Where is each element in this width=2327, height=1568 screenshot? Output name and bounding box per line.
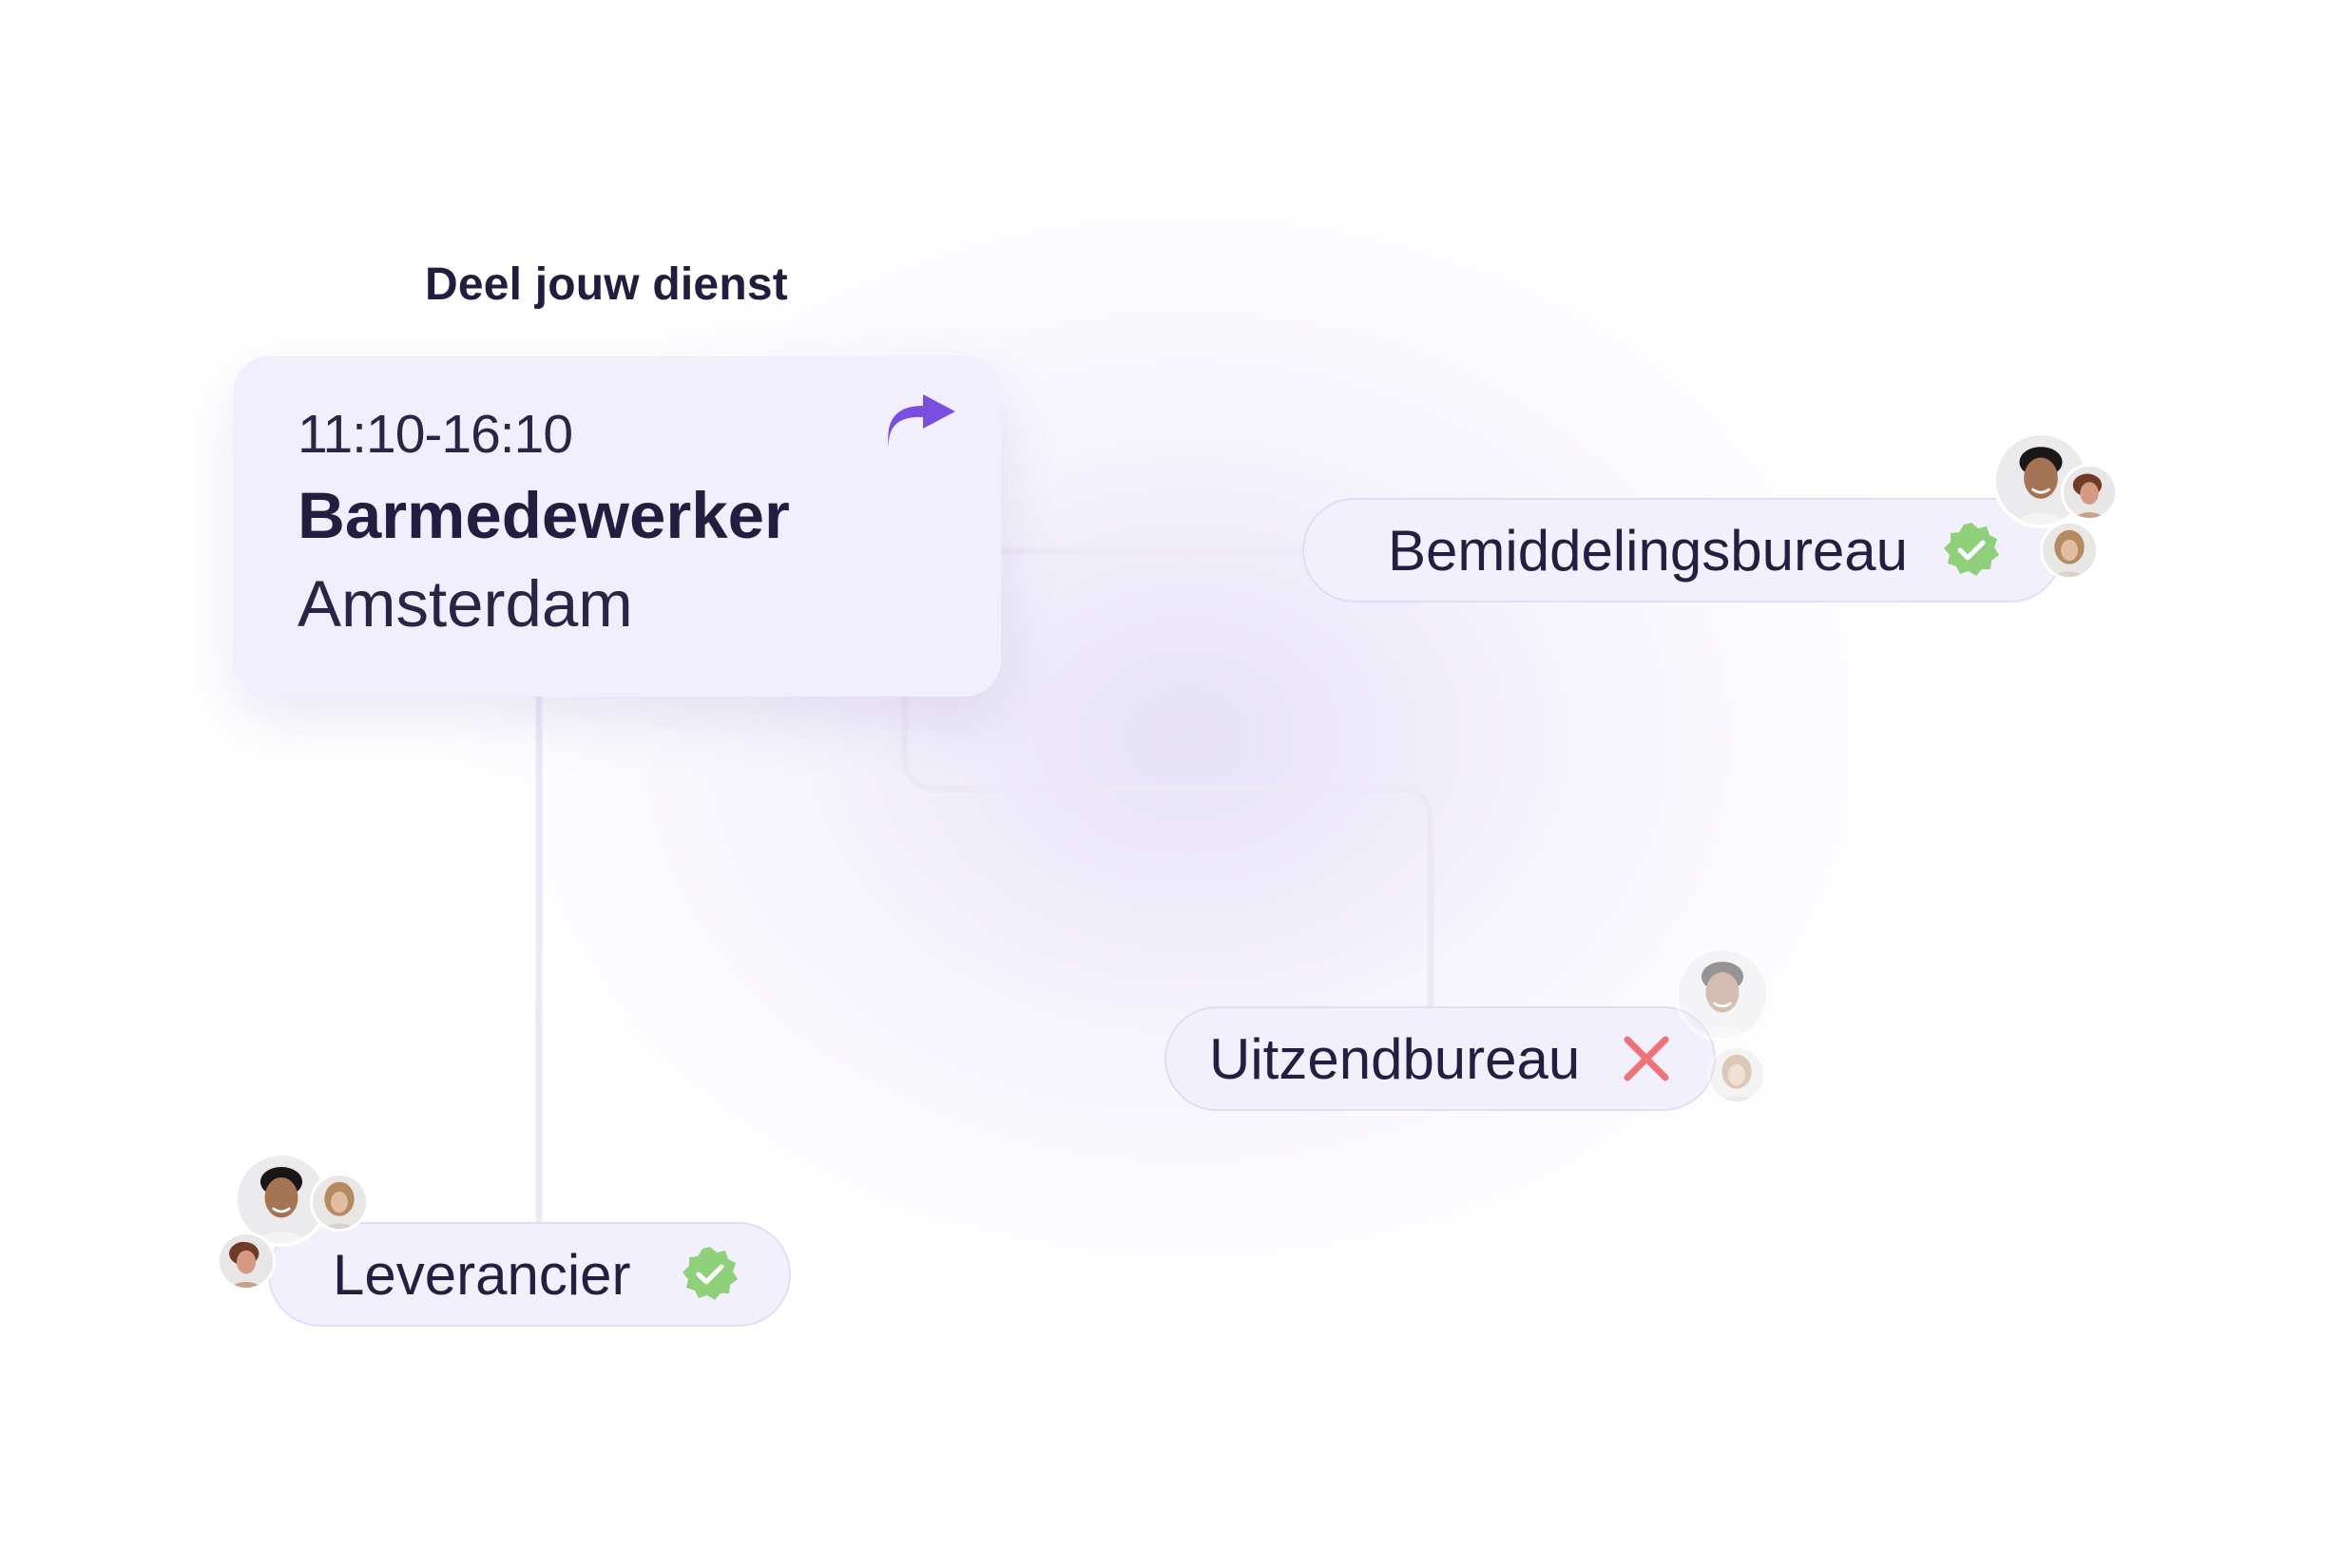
- avatar: [2040, 521, 2099, 580]
- avatar: [217, 1232, 276, 1291]
- avatar: [234, 1152, 329, 1247]
- avatar: [1992, 431, 2089, 528]
- target-label: Bemiddelingsbureau: [1388, 518, 1909, 583]
- shift-role: Barmedewerker: [298, 479, 790, 552]
- page-title: Deel jouw dienst: [425, 259, 788, 310]
- avatar: [1675, 947, 1770, 1042]
- target-bemiddelingsbureau[interactable]: Bemiddelingsbureau: [1302, 498, 2063, 602]
- avatar: [1707, 1045, 1766, 1104]
- avatar: [310, 1173, 369, 1232]
- cross-icon: [1624, 1036, 1669, 1081]
- target-leverancier[interactable]: Leverancier: [268, 1222, 791, 1327]
- target-label: Leverancier: [333, 1242, 631, 1307]
- target-label: Uitzendbureau: [1209, 1026, 1581, 1091]
- shift-time: 11:10-16:10: [298, 404, 573, 465]
- shift-city: Amsterdam: [298, 567, 633, 641]
- verified-check-badge-icon: [682, 1247, 738, 1300]
- connector-to-uitzendbureau: [901, 693, 1434, 1010]
- avatar: [2061, 464, 2118, 521]
- target-uitzendbureau[interactable]: Uitzendbureau: [1164, 1006, 1716, 1111]
- shift-card[interactable]: 11:10-16:10 Barmedewerker Amsterdam: [233, 356, 1001, 697]
- background-glow: [428, 143, 1949, 1330]
- verified-check-badge-icon: [1944, 523, 2000, 576]
- share-arrow-icon[interactable]: [883, 394, 959, 451]
